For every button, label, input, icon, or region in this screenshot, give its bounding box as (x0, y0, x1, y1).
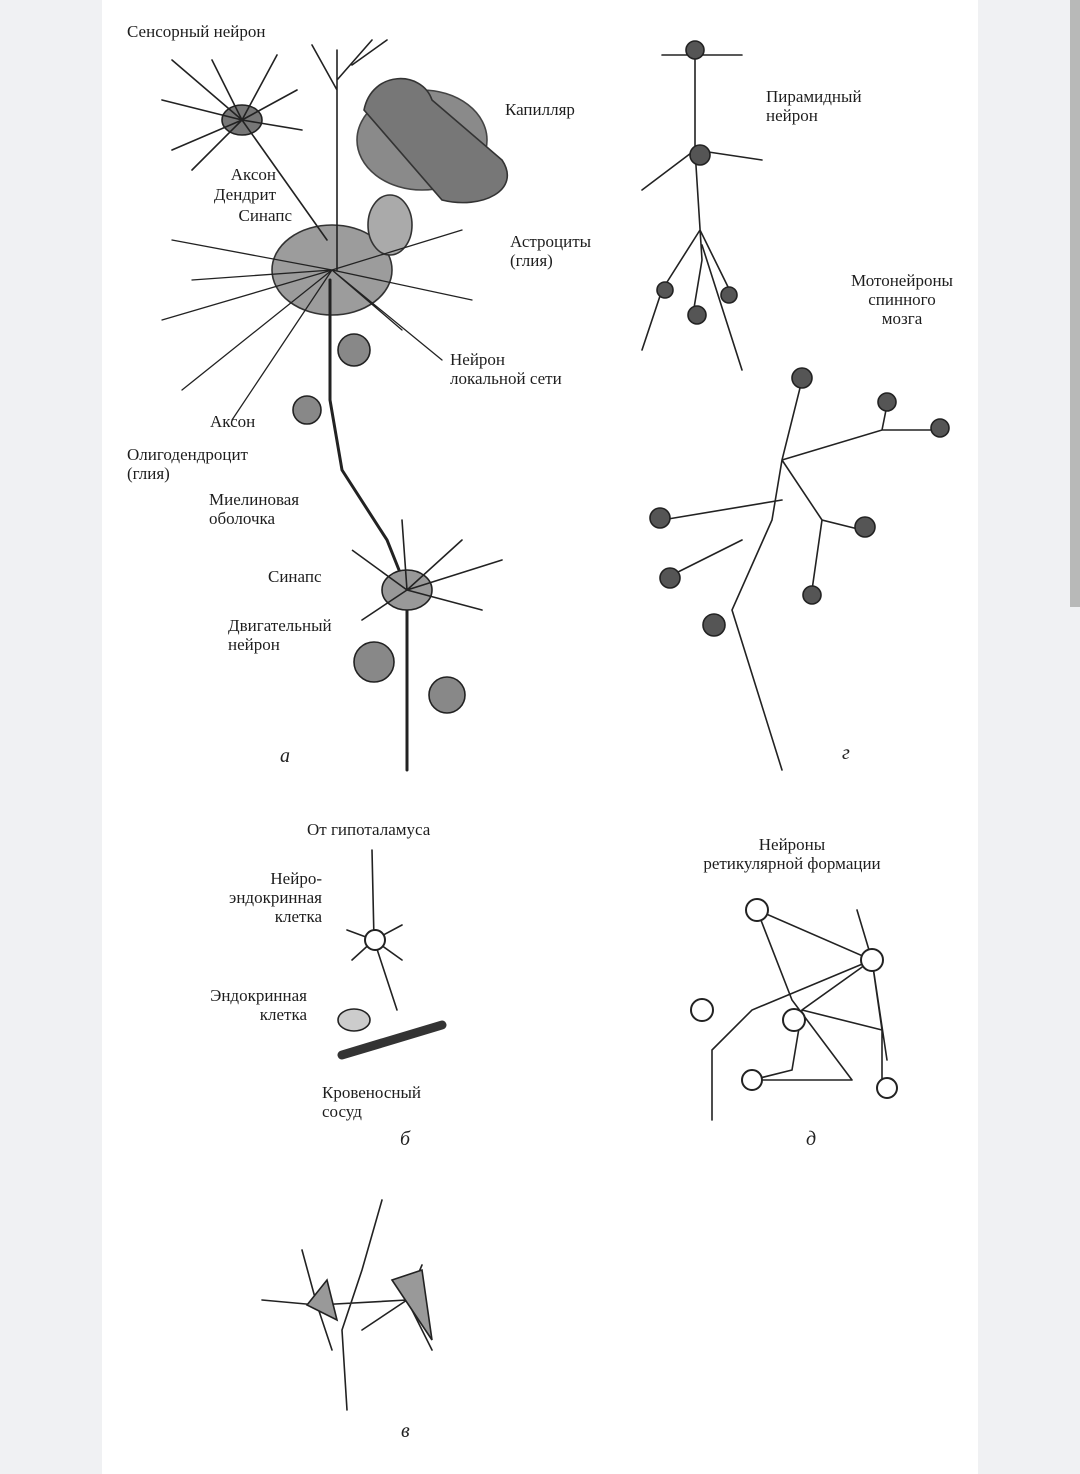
panel-a-drawing (161, 39, 509, 772)
label-line: нейрон (228, 635, 280, 654)
label-line: клетка (274, 907, 322, 926)
label-line: клетка (259, 1005, 307, 1024)
panel-letter-a: а (280, 745, 290, 767)
oligodendrocyte-2 (292, 395, 322, 425)
panel-letter-b: б (400, 1128, 411, 1150)
label-line: Пирамидный (766, 87, 862, 106)
label-line: Эндокринная (210, 986, 307, 1005)
label-line: нейрон (766, 106, 818, 125)
label-line: эндокринная (229, 888, 322, 907)
panel-letter-d: д (806, 1128, 817, 1150)
label-line: (глия) (510, 251, 553, 270)
panel-d-drawing (690, 898, 898, 1121)
label-line: (глия) (127, 464, 170, 483)
label-synapse-bottom: Синапс (268, 567, 322, 586)
document-page: Сенсорный нейрон Капилляр Аксон Дендрит … (102, 0, 978, 1474)
label-oligodendrocyte: Олигодендроцит(глия) (127, 445, 248, 483)
panel-letter-v: в (401, 1420, 410, 1442)
label-line: ретикулярной формации (703, 854, 881, 873)
panel-b-drawing (337, 849, 447, 1060)
label-from-hypothalamus: От гипоталамуса (307, 820, 431, 839)
label-line: Миелиновая (209, 490, 300, 509)
label-sensory-neuron: Сенсорный нейрон (127, 22, 266, 41)
neuron-illustrations (161, 39, 950, 1411)
panel-g-drawing (641, 40, 950, 771)
label-line: Олигодендроцит (127, 445, 248, 464)
label-dendrite: Дендрит (213, 185, 276, 204)
oligodendrocyte-1 (337, 333, 371, 367)
label-axon-top: Аксон (230, 165, 276, 184)
scrollbar-thumb[interactable] (1070, 0, 1080, 607)
label-astrocytes: Астроциты(глия) (510, 232, 591, 270)
label-line: сосуд (322, 1102, 362, 1121)
label-capillary: Капилляр (505, 100, 575, 119)
label-line: мозга (881, 309, 923, 328)
label-line: оболочка (209, 509, 276, 528)
label-line: Нейро- (270, 869, 322, 888)
label-line: спинного (868, 290, 936, 309)
label-axon-bottom: Аксон (210, 412, 256, 431)
panel-letter-g: г (842, 742, 850, 764)
label-line: Кровеносный (322, 1083, 421, 1102)
label-line: Астроциты (510, 232, 592, 251)
panel-v-drawing (261, 1199, 433, 1411)
label-synapse-top: Синапс (238, 206, 293, 225)
label-line: Нейроны (758, 835, 826, 854)
label-line: Двигательный (228, 616, 332, 635)
label-line: Мотонейроны (851, 271, 953, 290)
label-line: локальной сети (450, 369, 562, 388)
label-line: Нейрон (450, 350, 506, 369)
